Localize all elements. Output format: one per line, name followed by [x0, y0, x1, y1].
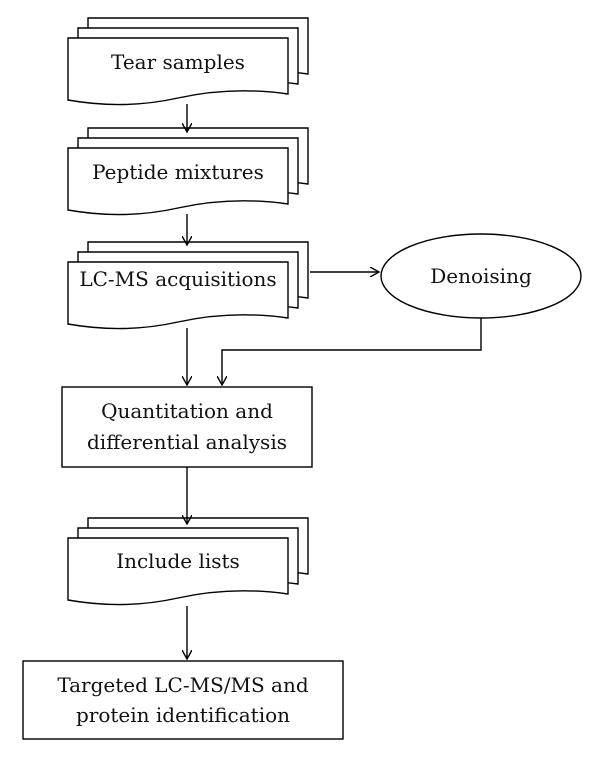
edge-denoising-to-quantitation	[222, 318, 482, 385]
node-targeted-shape	[22, 660, 344, 740]
node-include-lists-label: Include lists	[116, 549, 240, 573]
node-quantitation-line1: Quantitation and	[101, 399, 273, 423]
node-peptide-mixtures-shape	[67, 127, 309, 216]
node-tear-samples-label: Tear samples	[111, 50, 245, 74]
node-peptide-mixtures-label: Peptide mixtures	[92, 160, 264, 184]
node-targeted-line1: Targeted LC-MS/MS and	[57, 673, 309, 697]
node-lcms-acquisitions-label: LC-MS acquisitions	[79, 267, 277, 291]
node-denoising-label: Denoising	[430, 264, 532, 288]
node-tear-samples-shape	[67, 17, 309, 106]
node-targeted-line2: protein identification	[75, 703, 291, 727]
node-lcms-acquisitions-shape	[67, 241, 309, 330]
node-include-lists-shape	[67, 517, 309, 606]
node-quantitation-shape	[61, 386, 313, 468]
node-quantitation-line2: differential analysis	[87, 430, 287, 454]
